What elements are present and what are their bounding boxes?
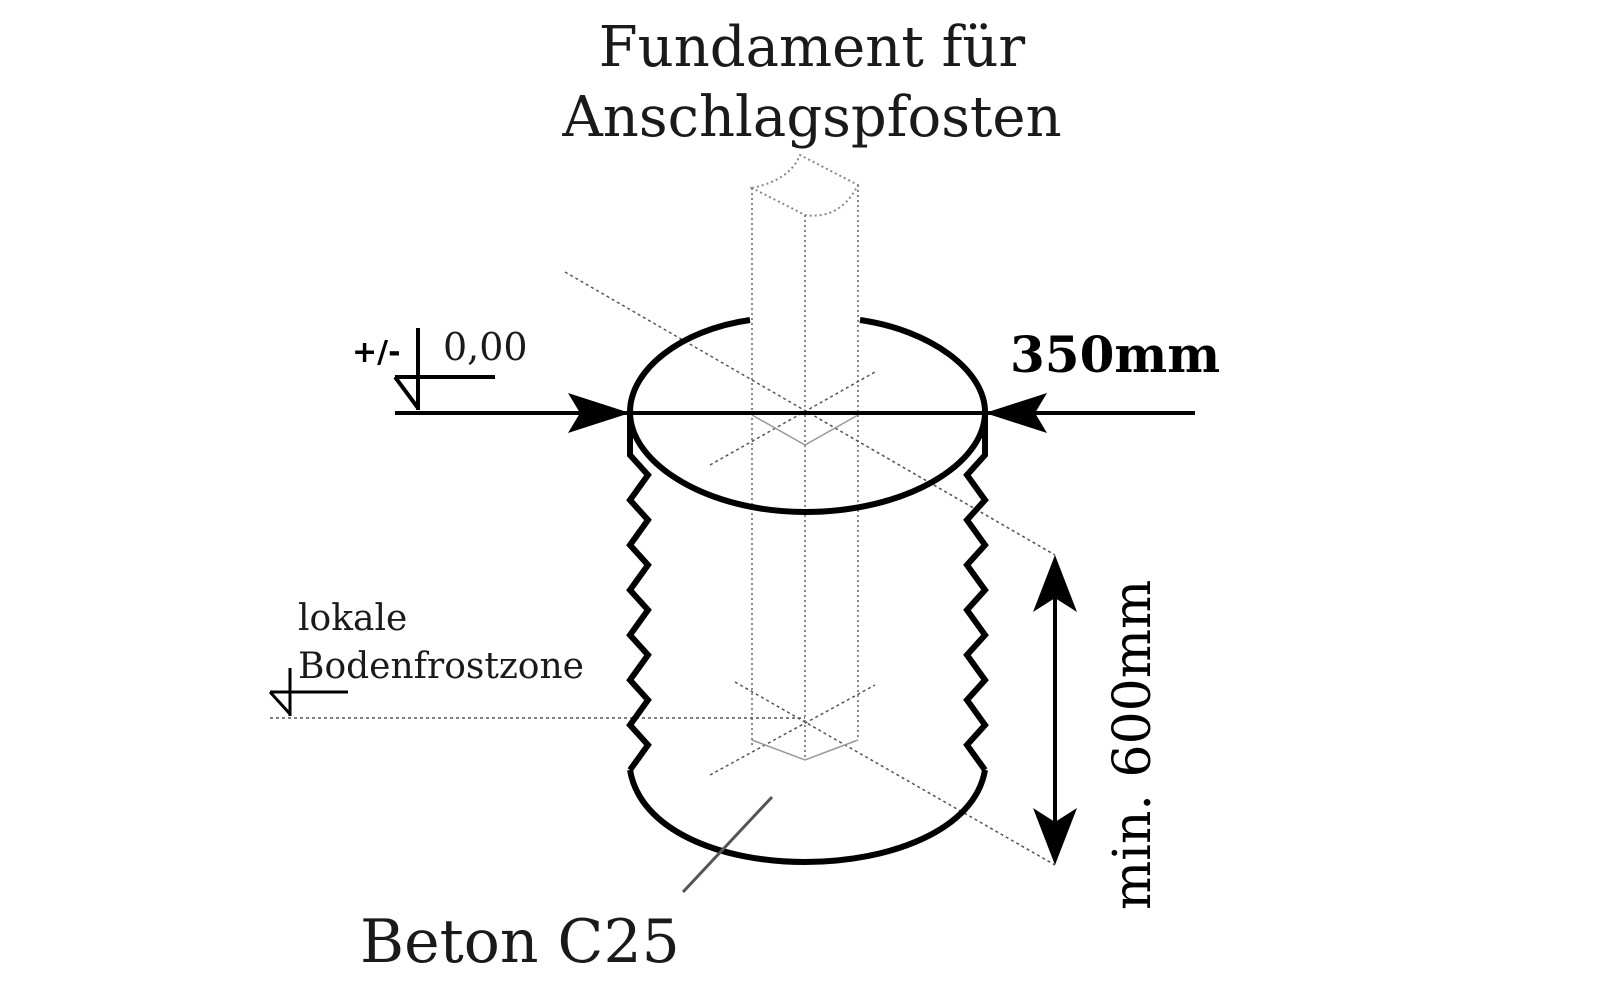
- post-base: [751, 414, 859, 761]
- frost-label-line1: lokale: [298, 598, 407, 639]
- foundation-top: [626, 317, 989, 516]
- level-value: 0,00: [443, 325, 528, 369]
- material-label: Beton C25: [360, 907, 680, 977]
- diagram-title-line1: Fundament für: [599, 15, 1026, 80]
- foundation-sides: [626, 412, 989, 866]
- post-outline: [749, 153, 860, 760]
- frost-label-line2: Bodenfrostzone: [298, 646, 584, 687]
- depth-dimension: [1033, 555, 1077, 865]
- level-symbol-zero: [393, 328, 495, 410]
- diameter-label: 350mm: [1010, 325, 1220, 384]
- diagram-title-line2: Anschlagspfosten: [561, 85, 1061, 150]
- material-leader: [681, 795, 774, 894]
- level-symbol-frost: [268, 668, 348, 716]
- level-sign: +/-: [352, 335, 401, 370]
- depth-label: min. 600mm: [1103, 580, 1163, 910]
- diameter-dimension: [395, 393, 1195, 433]
